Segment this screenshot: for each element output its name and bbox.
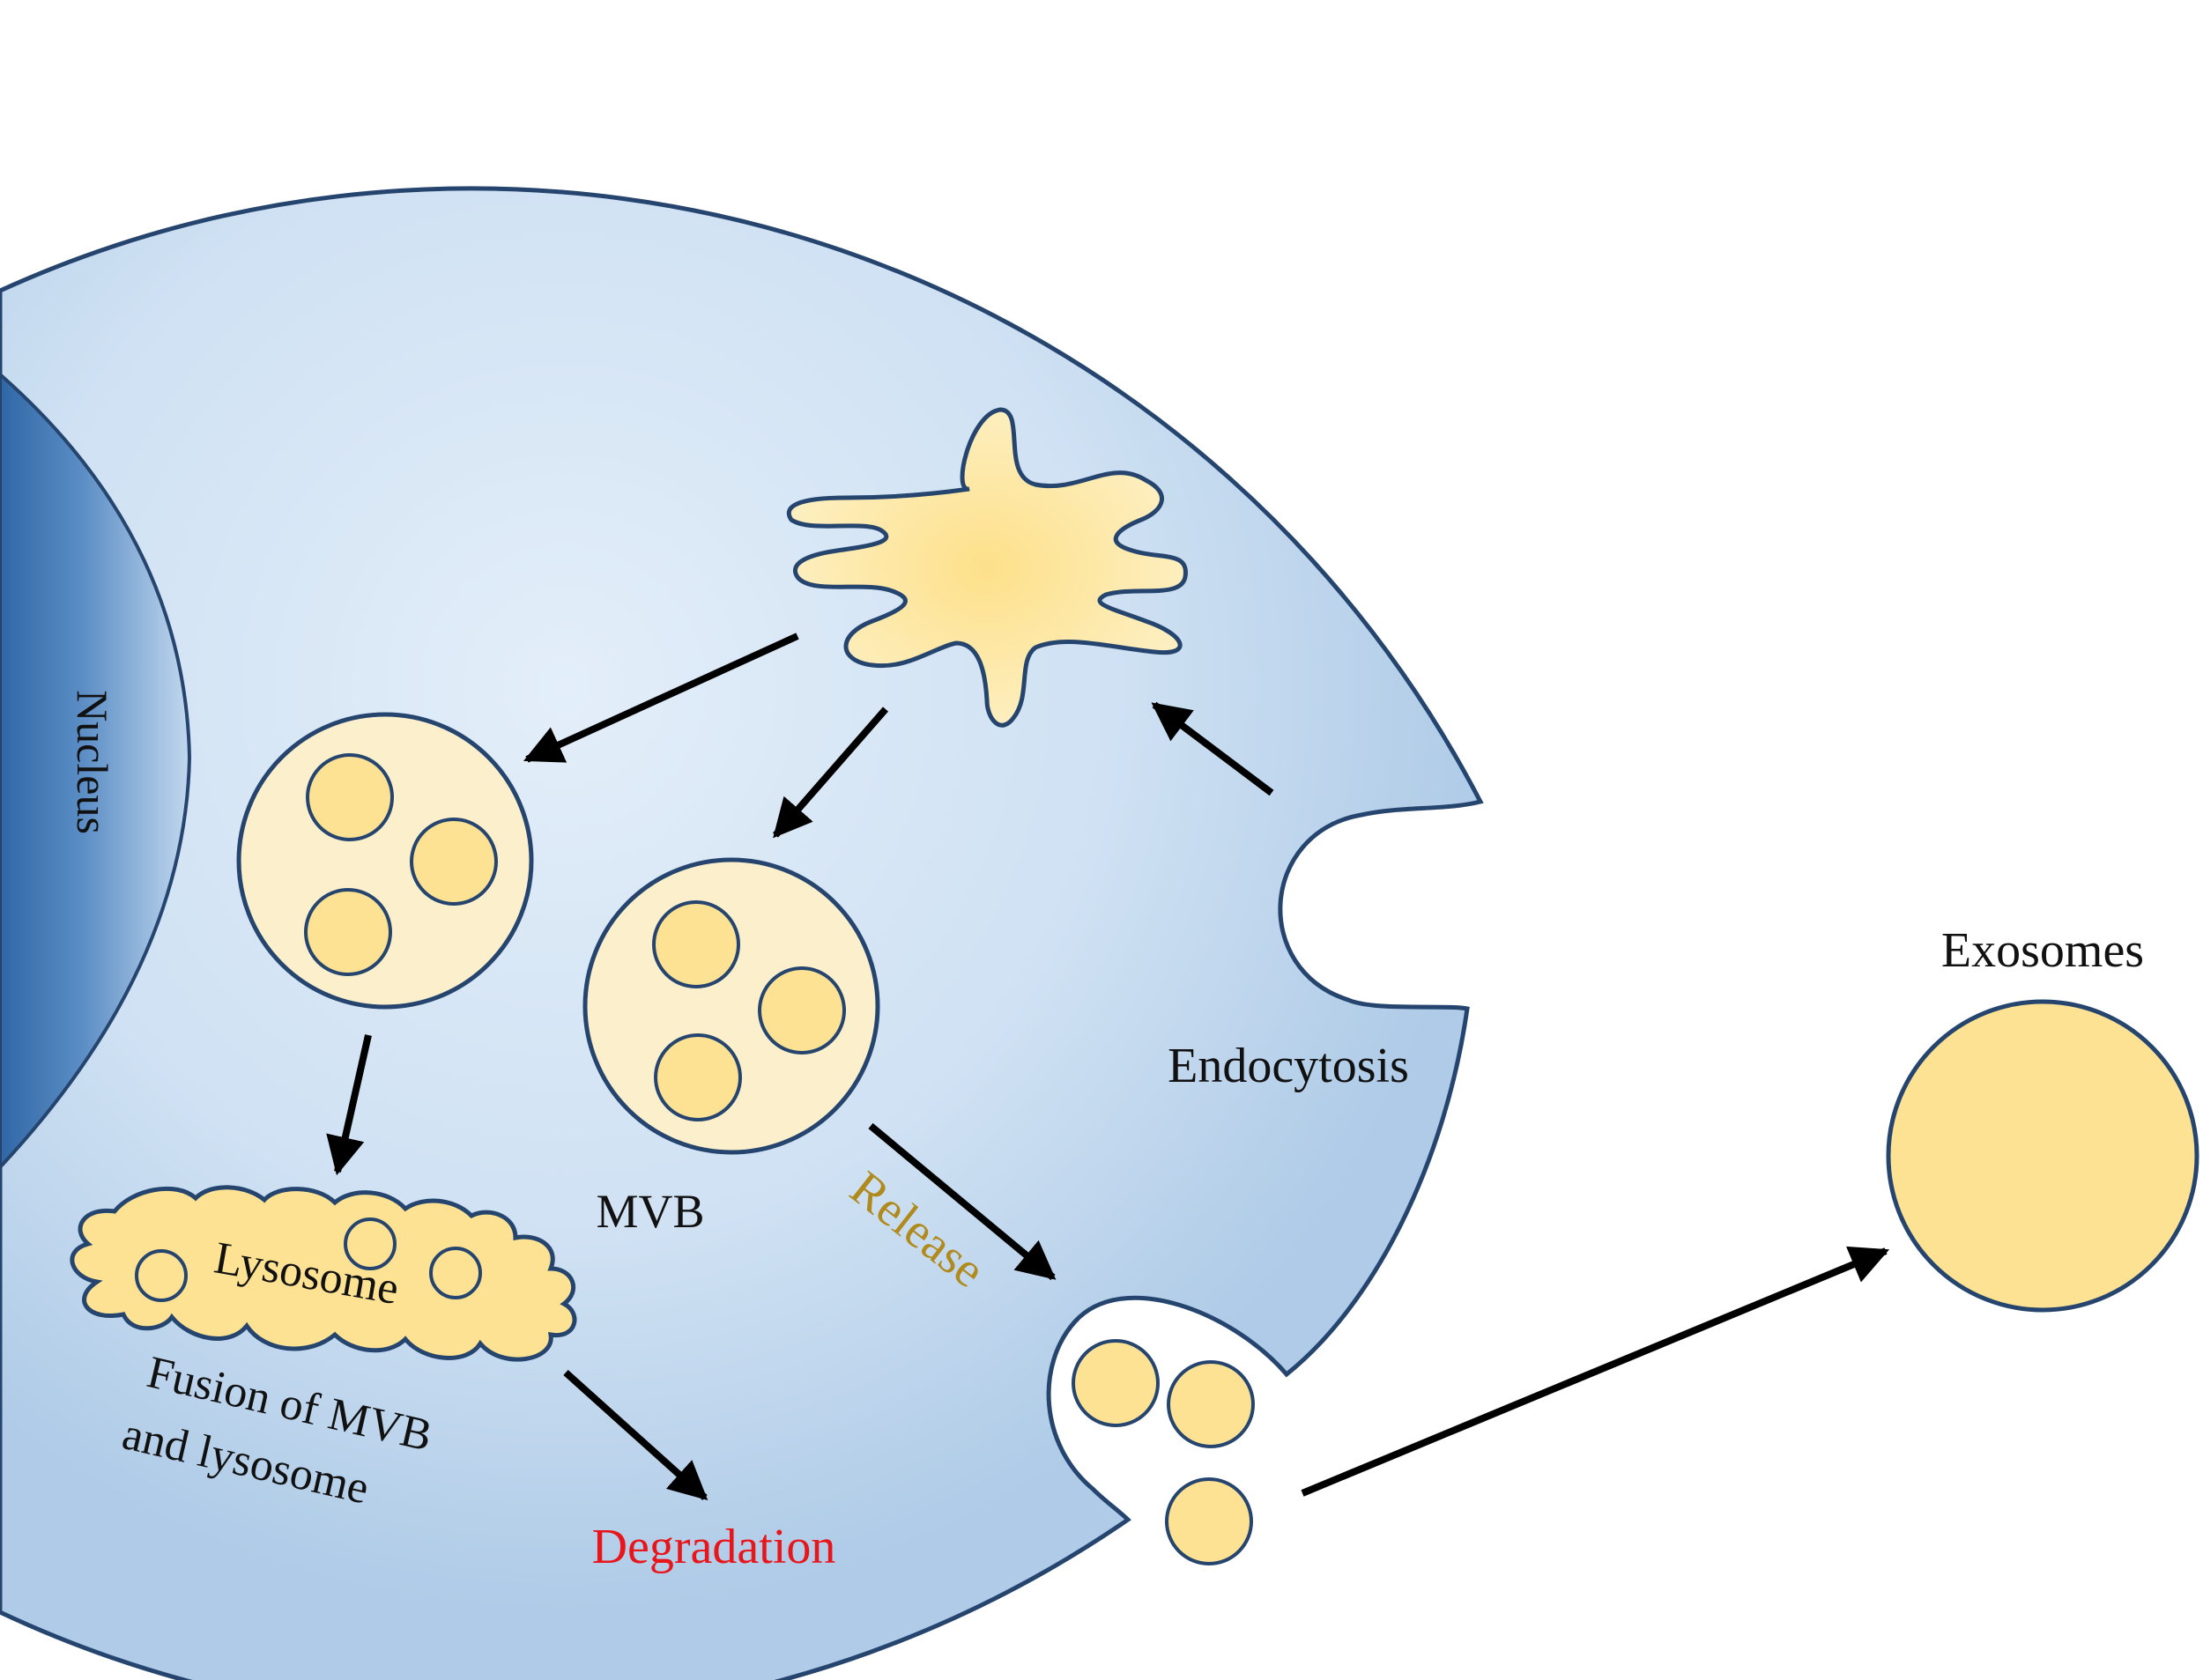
intraluminal-vesicle — [410, 818, 498, 906]
arrow-mvb-to-release — [868, 1122, 1057, 1281]
lysosome-vesicle — [135, 1249, 188, 1302]
early-endosome — [786, 407, 1188, 728]
arrow-lysosome-to-degradation — [563, 1370, 708, 1500]
arrow-release-to-exosome — [1301, 1246, 1890, 1497]
lysosome-vesicle — [429, 1247, 482, 1299]
mvb-label: MVB — [596, 1185, 704, 1238]
released-vesicle — [1072, 1339, 1160, 1427]
nucleus-label: Nucleus — [68, 690, 117, 834]
arrow-mvb-to-lysosome — [326, 1034, 372, 1176]
intraluminal-vesicle — [652, 900, 740, 988]
arrow-endosome-to-mvb-center — [772, 707, 889, 839]
released-vesicle — [1167, 1360, 1255, 1448]
exosome — [1886, 999, 2199, 1313]
lysosome-vesicle — [344, 1217, 397, 1270]
intraluminal-vesicle — [654, 1033, 742, 1121]
intraluminal-vesicle — [758, 966, 846, 1055]
endocytosis-label: Endocytosis — [1168, 1039, 1409, 1093]
lysosome — [70, 1185, 577, 1362]
exosomes-label: Exosomes — [1941, 923, 2144, 978]
released-vesicle — [1165, 1477, 1253, 1565]
intraluminal-vesicle — [306, 753, 394, 841]
arrow-endocytosis-to-endosome — [1151, 701, 1274, 796]
degradation-label: Degradation — [592, 1520, 836, 1574]
arrow-endosome-to-mvb-left — [523, 633, 799, 763]
nucleus — [0, 372, 192, 1170]
intraluminal-vesicle — [304, 888, 392, 976]
